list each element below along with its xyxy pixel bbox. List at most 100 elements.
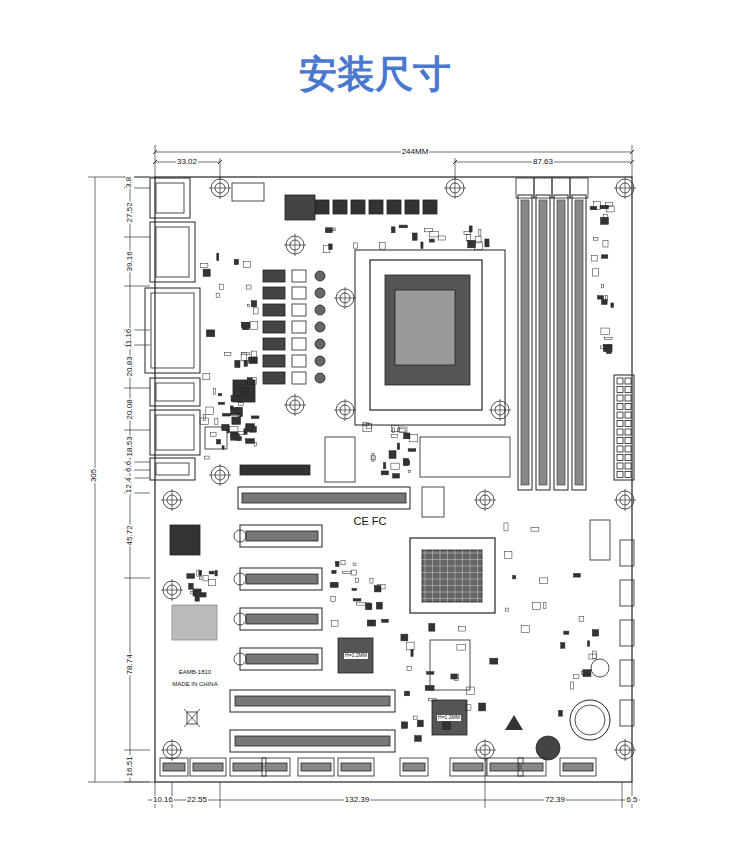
smd-part <box>579 616 584 621</box>
pci-slot <box>235 736 390 746</box>
dimm-latch <box>570 178 588 198</box>
dimension-label: 22.55 <box>186 796 208 805</box>
mosfet <box>405 200 419 214</box>
smd-part <box>603 214 607 217</box>
choke <box>292 287 306 299</box>
atx-pin <box>625 404 631 410</box>
smd-part <box>251 416 259 419</box>
smd-part <box>341 560 345 564</box>
smd-part <box>355 578 358 582</box>
smd-part <box>380 243 386 250</box>
smd-part <box>234 259 238 264</box>
header <box>240 465 310 475</box>
atx-pin <box>617 387 623 393</box>
pci-slot <box>230 690 395 712</box>
smd-part <box>588 641 590 646</box>
smd-part <box>209 571 214 574</box>
dimension-tick <box>218 160 222 164</box>
capacitor <box>234 530 246 542</box>
pin-header <box>400 758 428 776</box>
smd-part <box>230 406 233 409</box>
smd-part <box>376 602 382 609</box>
capacitor <box>234 653 246 665</box>
io-connector <box>156 383 194 401</box>
smd-part <box>417 720 423 727</box>
board-marking: H=1.2MM <box>344 653 368 659</box>
smd-part <box>203 269 210 276</box>
board-outline <box>155 177 632 782</box>
smd-part <box>343 571 352 573</box>
pin-header <box>521 763 543 771</box>
smd-part <box>248 358 256 362</box>
dimension-line <box>220 782 221 808</box>
fan-header <box>620 580 634 606</box>
capacitor <box>315 373 325 383</box>
smd-part <box>249 357 257 364</box>
dimm-slot <box>536 195 550 490</box>
chip-grid <box>447 550 448 602</box>
board-marking: EAMB-1810 <box>178 669 212 676</box>
smd-part <box>401 634 408 641</box>
hole-cross <box>625 177 626 199</box>
smd-part <box>365 603 370 610</box>
smd-part <box>513 576 516 579</box>
smd-part <box>409 435 418 442</box>
smd-part <box>399 225 407 228</box>
atx-pin <box>617 446 623 452</box>
smd-part <box>216 293 219 297</box>
smd-part <box>594 201 601 209</box>
smd-part <box>211 432 217 437</box>
io-connector <box>145 288 200 373</box>
atx-pin <box>625 455 631 461</box>
smd-part <box>191 591 196 593</box>
weee-symbol <box>184 709 200 727</box>
chipset <box>410 538 495 613</box>
io-connector <box>156 463 189 475</box>
atx-pin <box>617 455 623 461</box>
smd-part <box>247 378 252 383</box>
smd-part <box>336 562 338 564</box>
dimension-label: 10.16 <box>152 796 174 805</box>
pin-header <box>487 758 523 776</box>
smd-part <box>392 428 394 433</box>
dimension-tick <box>630 160 634 164</box>
atx-pin <box>625 429 631 435</box>
atx-pin <box>617 412 623 418</box>
chip-grid <box>425 550 426 602</box>
fan-header <box>620 700 634 726</box>
smd-part <box>391 227 395 233</box>
choke <box>292 321 306 333</box>
pcie-slot <box>238 487 410 509</box>
smd-part <box>592 651 596 658</box>
pcie-slot <box>240 525 322 547</box>
capacitor <box>315 288 325 298</box>
smd-part <box>601 255 607 259</box>
pin-header <box>518 758 546 776</box>
smd-part <box>247 304 249 306</box>
choke <box>292 338 306 350</box>
smd-part <box>353 599 361 601</box>
mosfet <box>423 200 437 214</box>
hole-cross <box>455 177 456 199</box>
smd-part <box>227 430 229 433</box>
smd-part <box>246 285 251 289</box>
dimm-latch <box>534 178 552 198</box>
smd-part <box>223 413 231 416</box>
chip <box>590 520 610 560</box>
chip <box>432 700 467 735</box>
smd-part <box>479 703 486 711</box>
hole-cross <box>295 234 296 256</box>
chip-grid <box>440 550 441 602</box>
pin-header <box>450 758 486 776</box>
pin-header <box>453 763 483 771</box>
chip-grid <box>455 550 456 602</box>
smd-part <box>415 736 422 742</box>
hole-cross <box>172 579 173 601</box>
smd-part <box>425 685 434 690</box>
pin-header <box>265 763 287 771</box>
chip-grid <box>432 550 433 602</box>
m2-slot <box>325 437 355 482</box>
smd-part <box>504 523 508 531</box>
atx-pin <box>625 395 631 401</box>
smd-part <box>200 418 208 424</box>
